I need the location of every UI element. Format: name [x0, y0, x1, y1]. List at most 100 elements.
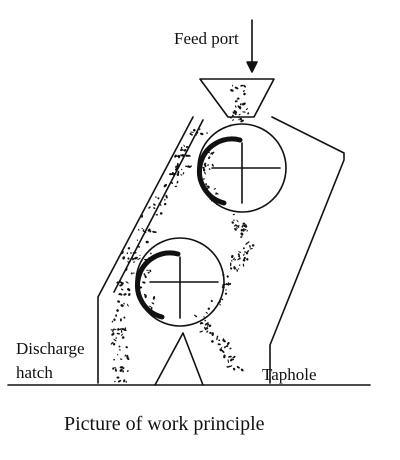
particle: [121, 336, 125, 339]
particle: [244, 229, 247, 231]
particle: [207, 185, 210, 188]
particle: [145, 240, 149, 244]
housing-inner-edge: [113, 119, 204, 293]
feed-port-label: Feed port: [174, 29, 239, 48]
particle: [215, 192, 219, 195]
particle: [136, 239, 139, 241]
particle: [149, 249, 151, 252]
feed-hopper: [199, 78, 275, 118]
particle: [151, 302, 155, 305]
particle: [116, 332, 121, 335]
particle: [199, 128, 201, 131]
particle: [113, 358, 115, 361]
particle: [114, 380, 116, 383]
particle: [242, 228, 245, 232]
particle: [186, 154, 190, 157]
particle: [183, 148, 187, 152]
particle: [131, 257, 134, 260]
particle: [153, 207, 156, 209]
particle: [225, 345, 229, 348]
particle: [229, 267, 233, 270]
particle: [142, 281, 146, 284]
particle: [230, 365, 233, 368]
particle: [249, 244, 251, 248]
particle: [222, 338, 225, 341]
particle: [117, 328, 120, 331]
particle: [193, 128, 196, 132]
particle: [238, 251, 242, 253]
particle: [163, 202, 167, 206]
particle: [117, 353, 119, 356]
particle: [234, 259, 237, 261]
particle: [176, 165, 179, 169]
particle: [208, 156, 211, 160]
particle: [202, 178, 205, 180]
particle: [231, 221, 234, 224]
particle: [141, 214, 144, 218]
particle: [245, 108, 248, 111]
particle: [247, 112, 250, 115]
particle: [115, 314, 118, 317]
particle: [141, 227, 143, 230]
particle: [164, 199, 166, 201]
particle: [221, 285, 225, 289]
particle: [145, 258, 149, 261]
particle: [119, 358, 123, 360]
particle: [143, 273, 146, 276]
particle: [240, 228, 244, 232]
particle: [237, 116, 240, 119]
particle: [238, 268, 240, 270]
particle: [239, 103, 242, 106]
particle: [204, 171, 206, 175]
particle: [225, 283, 229, 286]
particle: [149, 230, 152, 233]
particle: [119, 284, 122, 287]
particle: [245, 242, 249, 245]
particle: [119, 281, 123, 284]
particle: [204, 323, 207, 326]
particle: [177, 170, 180, 174]
particle: [228, 355, 232, 358]
particle: [238, 119, 240, 121]
particle: [209, 198, 211, 200]
particle: [215, 201, 217, 206]
particle: [208, 324, 212, 328]
particle: [208, 168, 211, 170]
particle: [149, 269, 152, 273]
particle: [232, 111, 236, 114]
particle: [171, 173, 176, 176]
particle: [152, 312, 155, 315]
particle: [132, 251, 137, 254]
particle: [232, 358, 235, 361]
particle: [183, 144, 185, 147]
particle: [231, 259, 233, 262]
particle: [152, 256, 155, 259]
particle: [126, 357, 130, 361]
particle: [242, 247, 245, 250]
particle: [152, 296, 156, 300]
figure-caption: Picture of work principle: [64, 413, 265, 435]
particle: [155, 196, 157, 198]
particle: [127, 257, 130, 260]
particle: [180, 148, 184, 152]
particle: [234, 86, 239, 90]
particle: [155, 214, 159, 216]
particle: [117, 379, 122, 383]
particle: [207, 307, 211, 310]
particle: [127, 260, 130, 264]
material-particles: [110, 84, 255, 383]
particle: [205, 183, 208, 186]
particle: [249, 247, 253, 250]
particle: [139, 254, 141, 257]
particle: [144, 261, 148, 264]
particle: [225, 289, 227, 291]
particle: [211, 332, 214, 336]
particle: [237, 226, 240, 228]
particle: [229, 347, 232, 350]
particle: [232, 257, 235, 261]
particle: [216, 337, 218, 341]
particle: [245, 224, 248, 228]
particle: [130, 272, 133, 275]
particle: [189, 133, 193, 136]
